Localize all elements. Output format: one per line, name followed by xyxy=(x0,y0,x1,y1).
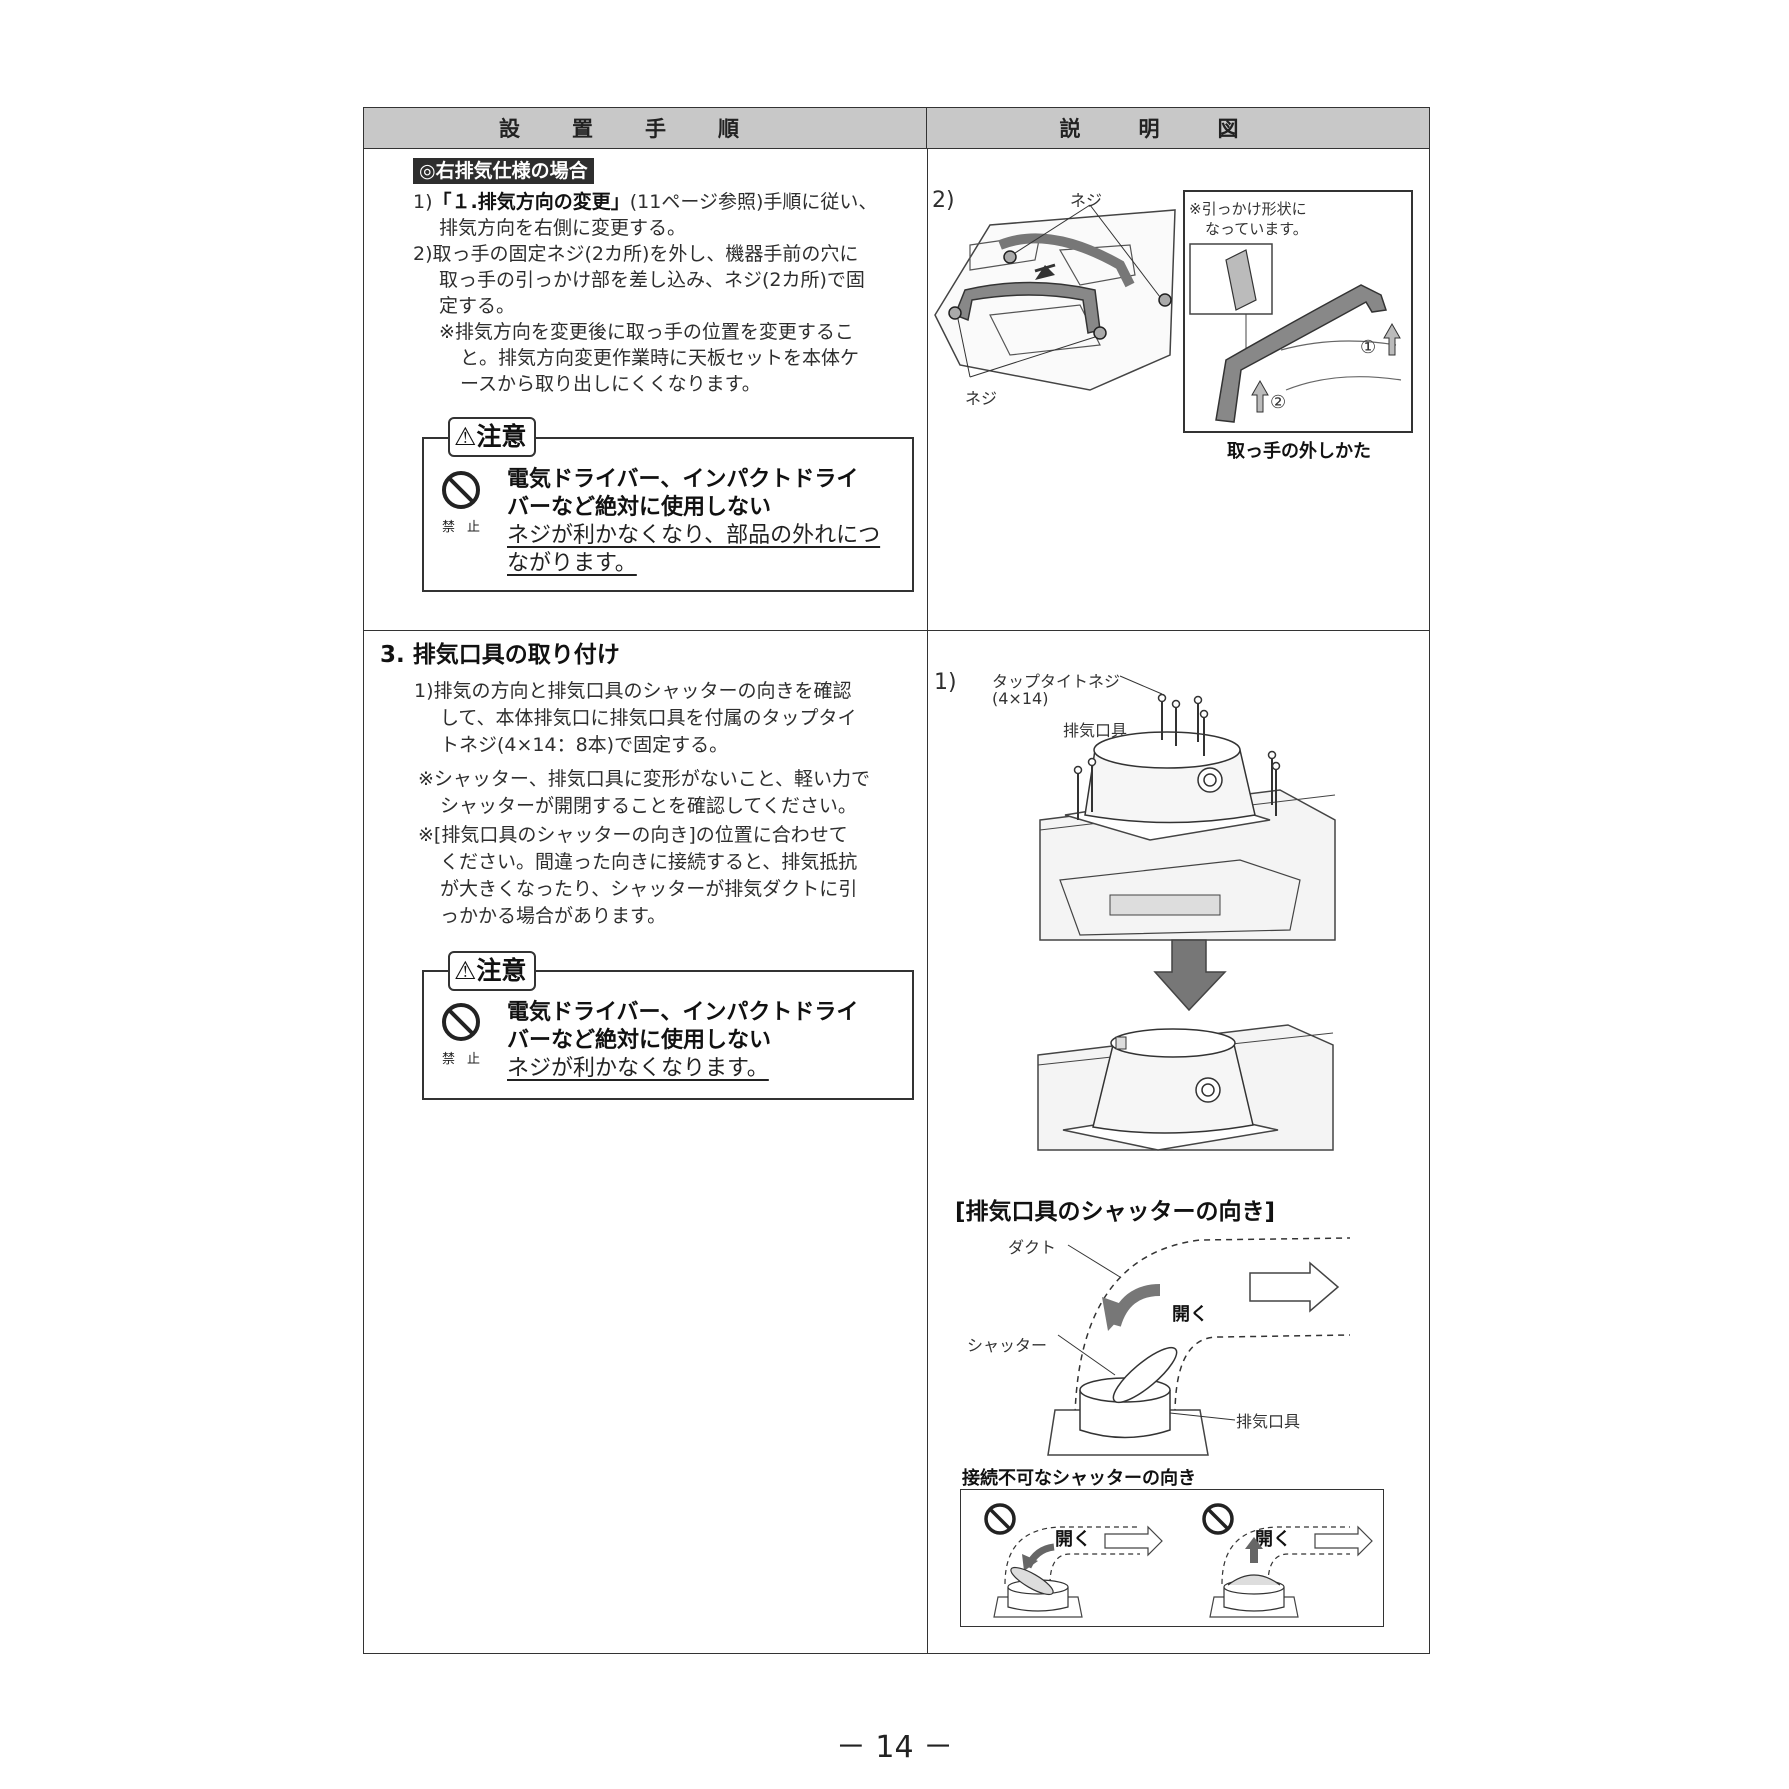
hook-note-line1: ※引っかけ形状に xyxy=(1189,200,1307,218)
caution-box-2 xyxy=(422,970,914,1100)
down-arrow-icon xyxy=(1153,939,1227,1012)
figure2-number: 2) xyxy=(932,188,955,213)
handle-removal-caption: 取っ手の外しかた xyxy=(1227,441,1371,462)
page-number: － 14 － xyxy=(835,1730,954,1765)
ng-open-label-1: 開く xyxy=(1055,1529,1091,1550)
step2-line2: 取っ手の引っかけ部を差し込み、ネジ(2カ所)で固 xyxy=(439,269,865,291)
handle-install-illustration xyxy=(934,204,1176,391)
s3-note1-line2: シャッターが開閉することを確認してください。 xyxy=(440,795,857,817)
header-explanation-figure: 説明図 xyxy=(927,108,1429,149)
handle-removal-illustration xyxy=(1189,243,1402,423)
caution-tab-1: ⚠注意 xyxy=(448,417,537,457)
s3-note2-line3: が大きくなったり、シャッターが排気ダクトに引 xyxy=(440,878,858,900)
ng-open-label-2: 開く xyxy=(1255,1529,1291,1550)
outlet-label: 排気口具 xyxy=(1063,721,1128,740)
s3-step1-line2: して、本体排気口に排気口具を付属のタップタイ xyxy=(440,707,857,729)
outlet-after-illustration xyxy=(1037,1024,1334,1151)
section3-title: 3. 排気口具の取り付け xyxy=(380,642,620,668)
step1-text: 1)「１.排気方向の変更」(11ページ参照)手順に従い、 xyxy=(413,191,878,213)
right-exhaust-badge: ◎右排気仕様の場合 xyxy=(413,158,594,184)
caution-2-body1: ネジが利かなくなります。 xyxy=(507,1056,769,1081)
figure3-number: 1) xyxy=(934,670,957,695)
s3-note1-line1: ※シャッター、排気口具に変形がないこと、軽い力で xyxy=(418,768,870,790)
caution-2-head2: バーなど絶対に使用しない xyxy=(507,1028,772,1053)
caution-tab-2: ⚠注意 xyxy=(448,951,537,991)
outlet-before-illustration xyxy=(1039,675,1336,941)
screw-label-top: ネジ xyxy=(1070,191,1103,210)
step2-line1: 2)取っ手の固定ネジ(2カ所)を外し、機器手前の穴に xyxy=(413,243,859,265)
hook-note-line2: なっています。 xyxy=(1205,220,1308,238)
step-marker-1: ① xyxy=(1360,337,1377,358)
outlet-label-2: 排気口具 xyxy=(1236,1412,1301,1431)
ng-shutter-title: 接続不可なシャッターの向き xyxy=(962,1468,1196,1489)
prohibition-icon xyxy=(442,1003,480,1041)
caution-1-body1: ネジが利かなくなり、部品の外れにつ xyxy=(507,523,881,548)
step-marker-2: ② xyxy=(1270,392,1287,413)
note-line3: ースから取り出しにくくなります。 xyxy=(460,373,761,395)
caution-1-head1: 電気ドライバー、インパクトドライ xyxy=(507,467,859,492)
row-divider xyxy=(364,630,1429,631)
step2-line3: 定する。 xyxy=(439,295,516,317)
step1-line2: 排気方向を右側に変更する。 xyxy=(439,217,687,239)
prohibition-label: 禁止 xyxy=(442,1052,493,1067)
shutter-orientation-diagram xyxy=(1047,1237,1351,1456)
note-line1: ※排気方向を変更後に取っ手の位置を変更するこ xyxy=(439,321,854,343)
tapping-screw-label: タップタイトネジ xyxy=(992,672,1121,691)
handle-removal-inset xyxy=(1183,190,1413,433)
caution-1-body2: ながります。 xyxy=(507,551,637,576)
shutter-orientation-title: [排気口具のシャッターの向き] xyxy=(955,1199,1276,1225)
header-installation-steps: 設置手順 xyxy=(364,108,927,149)
column-divider xyxy=(927,149,928,1653)
s3-note2-line1: ※[排気口具のシャッターの向き]の位置に合わせて xyxy=(418,824,848,846)
tapping-screw-size: (4×14) xyxy=(992,689,1049,708)
shutter-label: シャッター xyxy=(967,1336,1048,1355)
s3-step1-line1: 1)排気の方向と排気口具のシャッターの向きを確認 xyxy=(414,680,852,702)
duct-label: ダクト xyxy=(1008,1238,1057,1257)
prohibition-label: 禁止 xyxy=(442,520,493,535)
ng-shutter-box xyxy=(960,1489,1384,1627)
screw-label-bottom: ネジ xyxy=(965,389,998,408)
note-line2: と。排気方向変更作業時に天板セットを本体ケ xyxy=(460,347,860,369)
instruction-table: 設置手順 説明図 xyxy=(363,107,1430,1654)
caution-2-head1: 電気ドライバー、インパクトドライ xyxy=(507,1000,859,1025)
open-label: 開く xyxy=(1172,1304,1208,1325)
s3-note2-line2: ください。間違った向きに接続すると、排気抵抗 xyxy=(440,851,858,873)
ng-shutter-illustration xyxy=(984,1503,1373,1618)
s3-note2-line4: っかかる場合があります。 xyxy=(440,905,667,927)
caution-1-head2: バーなど絶対に使用しない xyxy=(507,495,772,520)
s3-step1-line3: トネジ(4×14：8本)で固定する。 xyxy=(440,734,729,756)
prohibition-icon xyxy=(442,471,480,509)
caution-box-1 xyxy=(422,437,914,592)
